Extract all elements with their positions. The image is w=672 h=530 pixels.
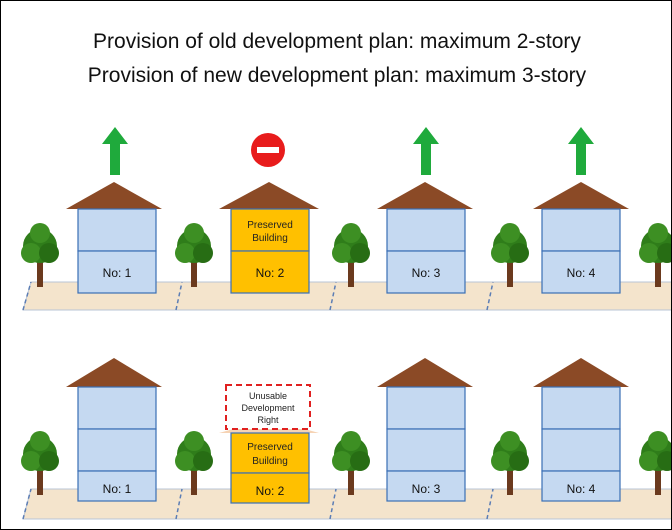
unusable-label: Right	[257, 415, 279, 425]
tree	[639, 431, 671, 495]
house-label: No: 3	[412, 266, 441, 280]
house-label: No: 4	[567, 482, 596, 496]
unusable-label: Development	[241, 403, 295, 413]
tree	[175, 223, 213, 287]
bottom-row: No: 1 Unusable Development Right Preserv…	[21, 358, 671, 520]
house-label: No: 4	[567, 266, 596, 280]
tree	[175, 431, 213, 495]
roof	[219, 182, 319, 209]
roof	[533, 358, 629, 387]
house-label: No: 1	[103, 482, 132, 496]
roof	[66, 182, 162, 209]
house-label: No: 3	[412, 482, 441, 496]
house-2-preserved: Preserved Building No: 2	[219, 182, 319, 294]
tree	[21, 431, 59, 495]
unusable-right-box	[225, 384, 311, 430]
house-label: No: 1	[103, 266, 132, 280]
house-1: No: 1	[66, 182, 162, 294]
roof	[377, 182, 473, 209]
roof	[66, 358, 162, 387]
title-line-2: Provision of new development plan: maxim…	[87, 64, 587, 87]
no-entry-icon	[251, 133, 285, 167]
preserved-label: Building	[252, 456, 288, 467]
house-4: No: 4	[533, 358, 629, 502]
tree	[491, 223, 529, 287]
tree	[491, 431, 529, 495]
tree	[639, 223, 671, 287]
title-line-1: Provision of old development plan: maxim…	[93, 30, 581, 53]
roof	[533, 182, 629, 209]
house-3: No: 3	[377, 182, 473, 294]
house-4: No: 4	[533, 182, 629, 294]
unusable-label: Unusable	[249, 391, 287, 401]
tree	[21, 223, 59, 287]
house-2-preserved: Unusable Development Right Preserved Bui…	[219, 384, 319, 504]
house-3: No: 3	[377, 358, 473, 502]
roof	[377, 358, 473, 387]
house-label: No: 2	[256, 484, 285, 498]
house-label: No: 2	[256, 266, 285, 280]
tree	[332, 223, 370, 287]
tree	[332, 431, 370, 495]
up-arrow-icon	[568, 127, 594, 175]
preserved-label: Preserved	[247, 442, 293, 453]
preserved-label: Building	[252, 233, 288, 244]
house-1: No: 1	[66, 358, 162, 502]
up-arrow-icon	[102, 127, 128, 175]
top-row: No: 1 Preserved Building No: 2	[21, 127, 671, 311]
up-arrow-icon	[413, 127, 439, 175]
preserved-label: Preserved	[247, 220, 293, 231]
